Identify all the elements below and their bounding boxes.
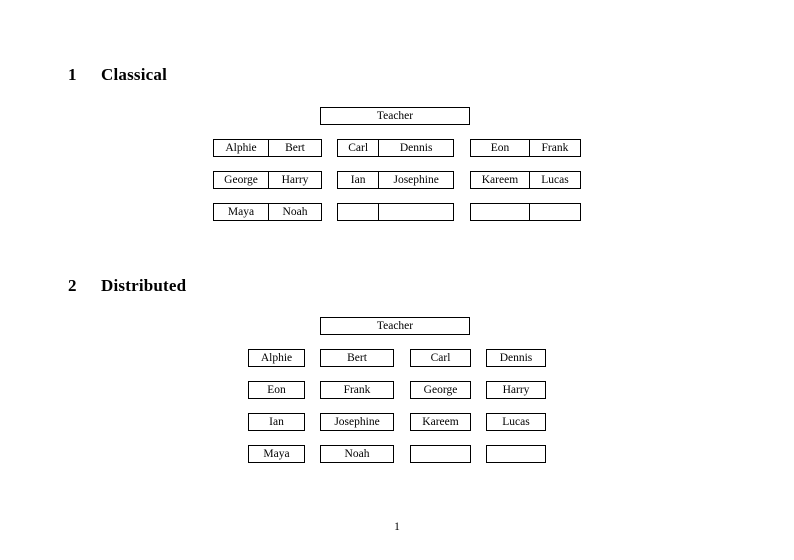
student-cell: George bbox=[224, 174, 258, 186]
student-pair-row-empty bbox=[470, 203, 581, 221]
student-pair-row: Maya Noah bbox=[213, 203, 322, 221]
student-cell-empty bbox=[378, 204, 453, 220]
teacher-box-distributed: Teacher bbox=[320, 317, 470, 335]
student-box: Harry bbox=[486, 381, 546, 399]
student-cell-empty bbox=[338, 204, 378, 220]
student-cell: Lucas bbox=[528, 172, 580, 188]
student-box: Maya bbox=[248, 445, 305, 463]
student-cell: Dennis bbox=[378, 140, 453, 156]
student-box: Eon bbox=[248, 381, 305, 399]
student-cell-empty bbox=[528, 204, 580, 220]
student-box: Dennis bbox=[486, 349, 546, 367]
page-number: 1 bbox=[394, 521, 400, 533]
student-pair-row: Carl Dennis bbox=[337, 139, 454, 157]
student-pair-row: Alphie Bert bbox=[213, 139, 322, 157]
section-title: Classical bbox=[101, 65, 168, 84]
student-box: Noah bbox=[320, 445, 394, 463]
student-box: Ian bbox=[248, 413, 305, 431]
student-box-empty bbox=[486, 445, 546, 463]
student-box: Carl bbox=[410, 349, 471, 367]
student-pair-row: Eon Frank bbox=[470, 139, 581, 157]
section-number: 1 bbox=[68, 65, 77, 84]
student-cell: Maya bbox=[227, 206, 255, 218]
student-cell: Ian bbox=[350, 174, 366, 186]
teacher-box-classical: Teacher bbox=[320, 107, 470, 125]
section-title: Distributed bbox=[101, 276, 187, 295]
student-cell-empty bbox=[471, 204, 529, 220]
student-box: Josephine bbox=[320, 413, 394, 431]
student-cell: Eon bbox=[490, 142, 510, 154]
student-cell: Alphie bbox=[225, 142, 257, 154]
student-box: Kareem bbox=[410, 413, 471, 431]
student-box: Frank bbox=[320, 381, 394, 399]
student-cell: Josephine bbox=[378, 172, 453, 188]
student-box: Lucas bbox=[486, 413, 546, 431]
section-heading-distributed: 2 Distributed bbox=[68, 277, 186, 294]
student-cell: Harry bbox=[267, 172, 321, 188]
student-pair-row: Ian Josephine bbox=[337, 171, 454, 189]
student-box: George bbox=[410, 381, 471, 399]
student-pair-row: Kareem Lucas bbox=[470, 171, 581, 189]
student-cell: Frank bbox=[528, 140, 580, 156]
student-pair-row-empty bbox=[337, 203, 454, 221]
student-cell: Carl bbox=[348, 142, 369, 154]
student-pair-row: George Harry bbox=[213, 171, 322, 189]
student-cell: Noah bbox=[267, 204, 321, 220]
student-box-empty bbox=[410, 445, 471, 463]
student-box: Bert bbox=[320, 349, 394, 367]
student-cell: Kareem bbox=[481, 174, 519, 186]
student-cell: Bert bbox=[267, 140, 321, 156]
section-heading-classical: 1 Classical bbox=[68, 66, 167, 83]
student-box: Alphie bbox=[248, 349, 305, 367]
section-number: 2 bbox=[68, 276, 77, 295]
